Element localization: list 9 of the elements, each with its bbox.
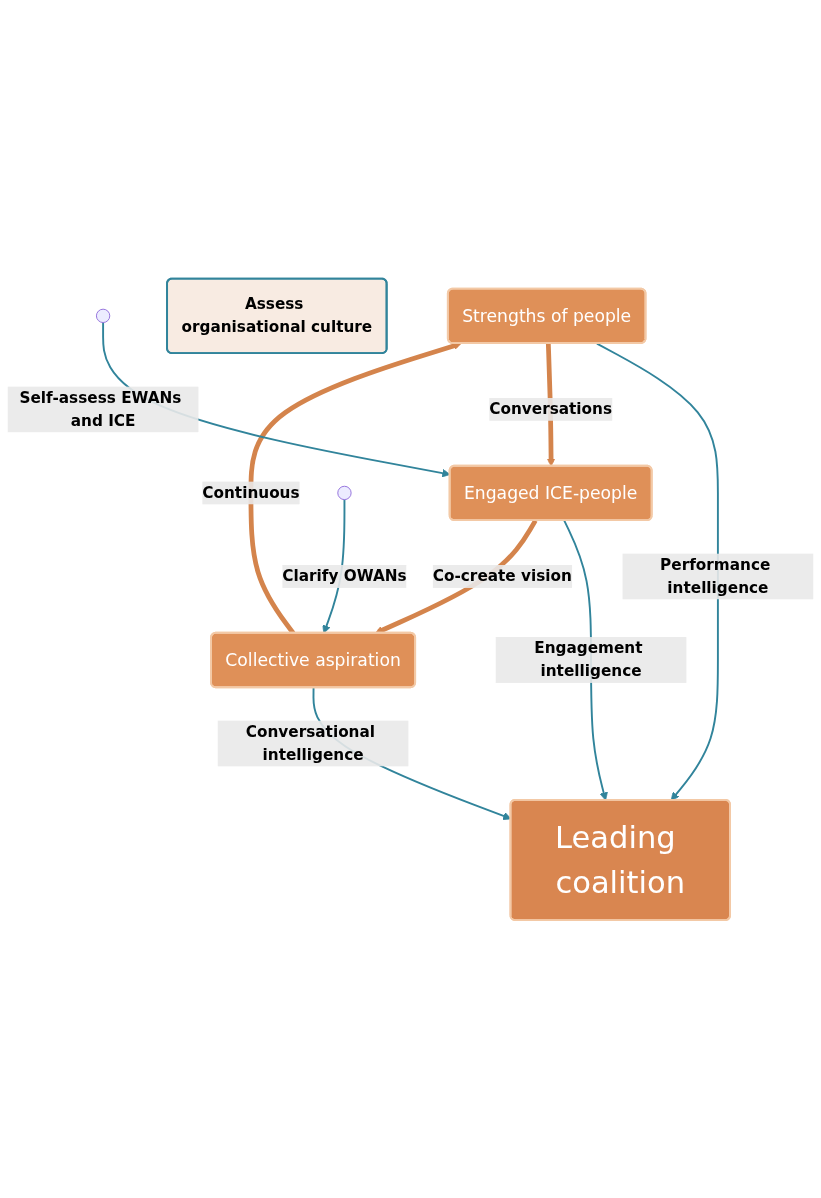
edge-label: Conversational intelligence: [245, 722, 376, 764]
edge-label: Self-assess EWANs and ICE: [19, 388, 182, 430]
edge-label: Conversations: [489, 399, 613, 418]
arrow: [596, 342, 719, 801]
edge-label: Performance intelligence: [660, 555, 771, 597]
edge-label: Clarify OWANs: [282, 566, 407, 585]
edge-label: Continuous: [202, 483, 300, 502]
edge-label: Engagement intelligence: [534, 638, 643, 680]
edge-label: Co-create vision: [432, 566, 572, 585]
